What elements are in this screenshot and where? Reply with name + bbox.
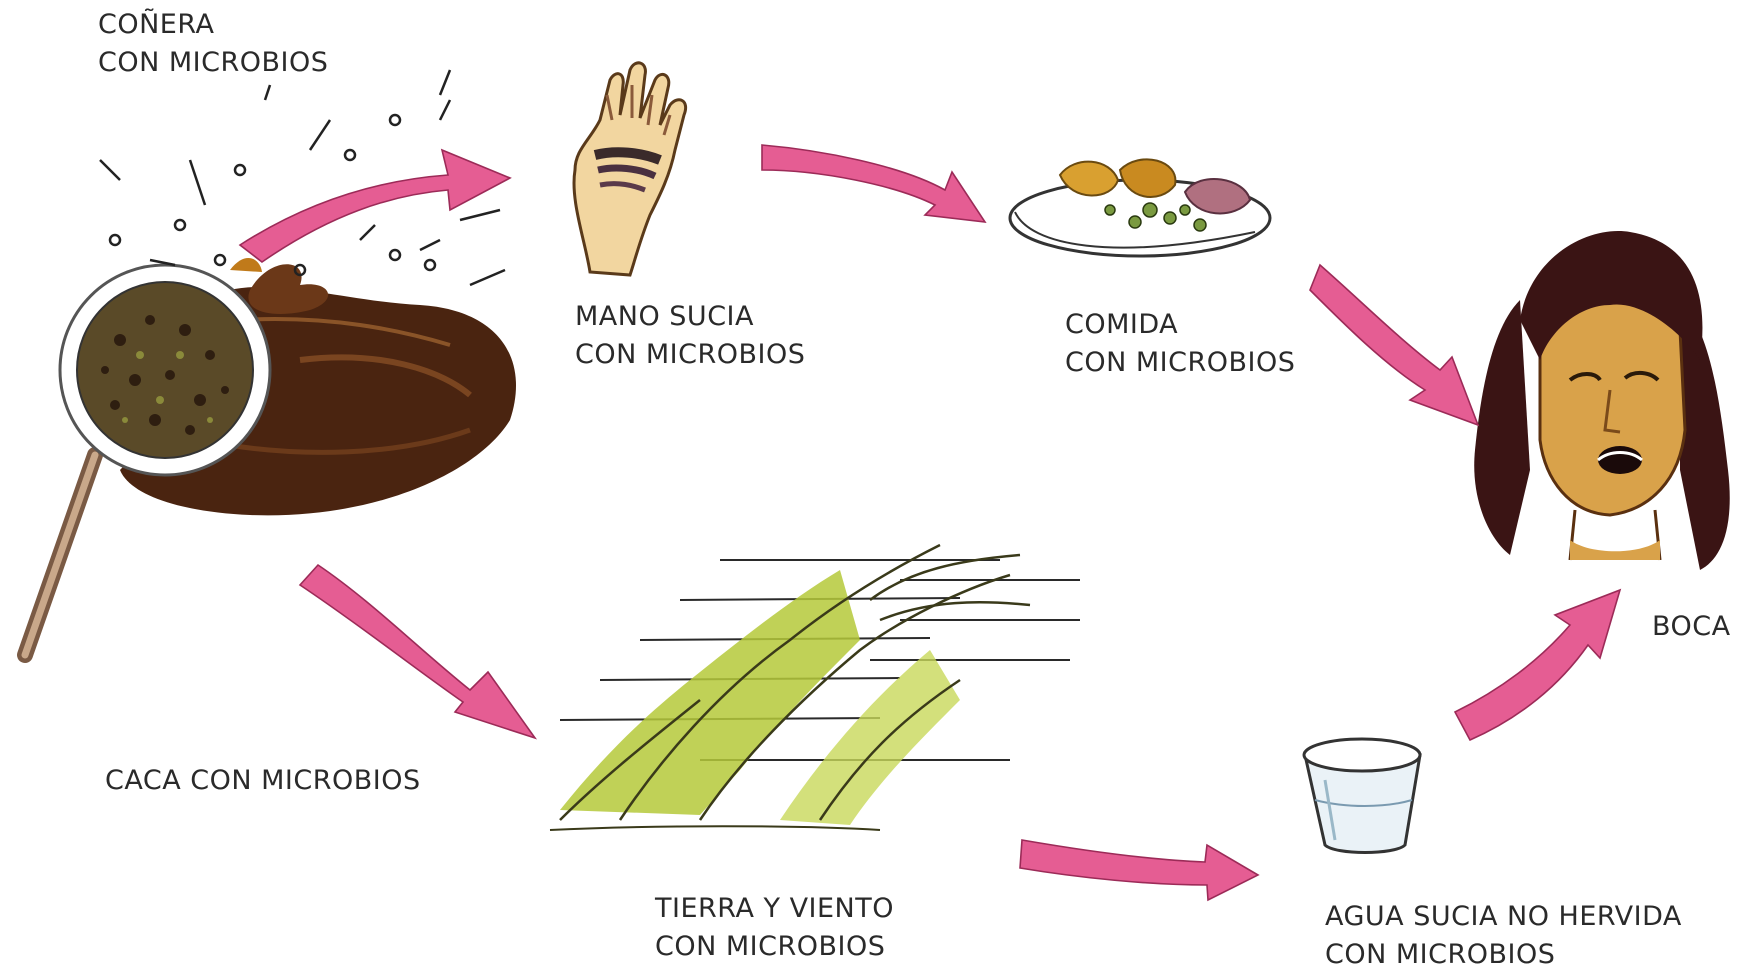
label-feces-line1: CACA CON MICROBIOS [105, 762, 421, 800]
face-icon [1474, 231, 1730, 570]
label-water: AGUA SUCIA NO HERVIDA CON MICROBIOS [1325, 898, 1682, 974]
label-mouth-line1: BOCA [1652, 608, 1731, 646]
arrow-feces-to-wind [300, 565, 535, 738]
arrow-water-to-mouth [1455, 590, 1620, 740]
label-food-line1: COMIDA [1065, 306, 1295, 344]
label-water-line2: CON MICROBIOS [1325, 936, 1682, 974]
arrow-feces-to-hand [240, 150, 510, 262]
feces-magnifier-icon [25, 70, 516, 655]
label-hand-line1: MANO SUCIA [575, 298, 805, 336]
label-wind-line1: TIERRA Y VIENTO [655, 890, 894, 928]
label-flies-line1: COÑERA [98, 6, 328, 44]
arrow-hand-to-food [762, 145, 985, 222]
label-food-line2: CON MICROBIOS [1065, 344, 1295, 382]
label-wind-line2: CON MICROBIOS [655, 928, 894, 966]
arrow-wind-to-water [1020, 840, 1258, 900]
dirty-hand-icon [574, 63, 686, 275]
label-food: COMIDA CON MICROBIOS [1065, 306, 1295, 382]
food-plate-icon [1010, 159, 1270, 256]
label-mouth: BOCA [1652, 608, 1731, 646]
label-water-line1: AGUA SUCIA NO HERVIDA [1325, 898, 1682, 936]
label-flies-line2: CON MICROBIOS [98, 44, 328, 82]
label-hand: MANO SUCIA CON MICROBIOS [575, 298, 805, 374]
label-flies: COÑERA CON MICROBIOS [98, 6, 328, 82]
label-hand-line2: CON MICROBIOS [575, 336, 805, 374]
label-feces: CACA CON MICROBIOS [105, 762, 421, 800]
water-glass-icon [1304, 739, 1420, 853]
wind-grass-icon [550, 545, 1080, 830]
label-wind: TIERRA Y VIENTO CON MICROBIOS [655, 890, 894, 966]
arrow-food-to-mouth [1310, 265, 1478, 425]
